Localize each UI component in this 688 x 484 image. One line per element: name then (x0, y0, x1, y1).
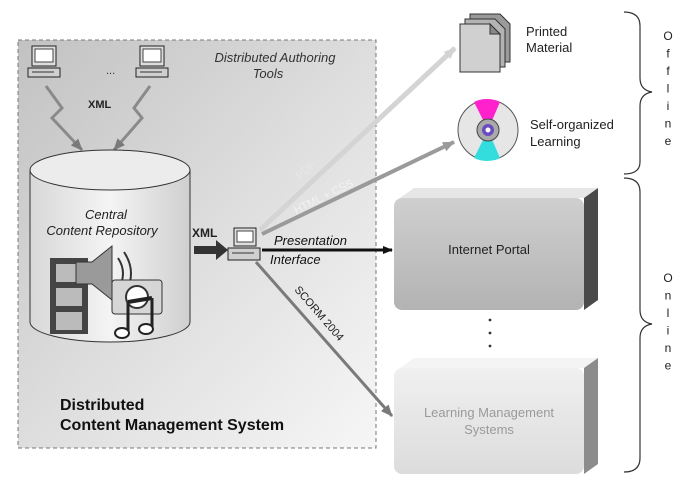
online-letter: n (665, 341, 672, 355)
camera-icon (111, 279, 163, 315)
presentation-label-2: Interface (270, 252, 321, 267)
zigzag-arrow (112, 85, 152, 151)
offline-letter: i (667, 99, 670, 113)
internet-portal-label: Internet Portal (448, 242, 530, 257)
dcms-label: Distributed (60, 397, 144, 414)
printed-material-label-2: Material (526, 40, 572, 55)
offline-letter: e (665, 134, 672, 148)
online-letter: i (667, 324, 670, 338)
repo-label: Central (85, 207, 128, 222)
online-letter: O (663, 271, 672, 285)
lms-box (394, 358, 598, 474)
online-letter: l (667, 306, 670, 320)
offline-letter: l (667, 82, 670, 96)
xml-side-label: XML (192, 226, 217, 240)
offline-letter: n (665, 117, 672, 131)
online-letter: e (665, 359, 672, 373)
lms-label: Learning Management (424, 405, 554, 420)
xml-top-label: XML (88, 99, 112, 111)
offline-letter: f (666, 64, 670, 78)
authoring-tools-label: Distributed Authoring (215, 50, 337, 65)
printed-material-label: Printed (526, 24, 567, 39)
authoring-tools-label-2: Tools (253, 66, 284, 81)
more-dots (488, 318, 492, 348)
offline-letter: f (666, 47, 670, 61)
offline-brace (623, 11, 653, 175)
authoring-computer-icon (27, 45, 61, 78)
offline-letter: O (663, 29, 672, 43)
online-brace (623, 177, 653, 473)
authoring-computer-icon (135, 45, 169, 78)
presentation-label: Presentation (274, 233, 347, 248)
scorm-arrow (254, 261, 394, 417)
presentation-computer-icon (227, 227, 261, 261)
xml-arrow (194, 240, 228, 260)
dcms-label-2: Content Management System (60, 417, 284, 434)
zigzag-arrow (44, 85, 84, 152)
lms-label-2: Systems (464, 422, 514, 437)
self-organized-label-2: Learning (530, 134, 581, 149)
music-note-icon (114, 296, 154, 339)
html-css-arrow (261, 140, 455, 236)
internet-portal-box (394, 188, 598, 310)
online-letter: n (665, 289, 672, 303)
cd-icon (457, 99, 519, 161)
self-organized-label: Self-organized (530, 117, 614, 132)
repo-label-2: Content Repository (46, 223, 159, 238)
pdf-arrow (258, 46, 457, 232)
authoring-ellipsis: ... (106, 65, 115, 77)
printed-pages-icon (459, 13, 511, 73)
